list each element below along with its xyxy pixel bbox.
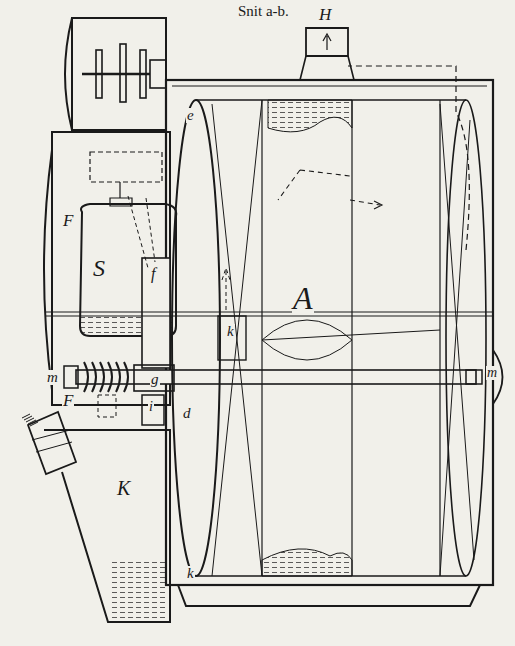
thread-line	[30, 422, 38, 426]
part-letter: g	[150, 372, 160, 387]
coil-winding	[124, 362, 128, 392]
coil-winding	[84, 362, 88, 392]
drum-label: A	[292, 282, 314, 314]
part-letter: d	[182, 406, 192, 421]
outlet-label: K	[116, 478, 131, 498]
part-letter: e	[186, 108, 195, 123]
part-letter: m	[46, 370, 59, 385]
part-letter: F	[62, 392, 74, 409]
part-letter: i	[148, 400, 154, 414]
coil-winding	[92, 362, 96, 392]
part-letter: F	[62, 212, 74, 229]
section-title: Snit a-b.	[238, 4, 289, 19]
part-letter: k	[226, 324, 235, 339]
tank-label: S	[92, 256, 106, 280]
part-letter: f	[150, 266, 156, 282]
bearing-label: m	[486, 366, 498, 380]
outlet-label: H	[318, 6, 332, 23]
coil-winding	[116, 362, 120, 392]
coil-winding	[100, 362, 104, 392]
part-letter: k	[186, 566, 195, 581]
coil-winding	[108, 362, 112, 392]
